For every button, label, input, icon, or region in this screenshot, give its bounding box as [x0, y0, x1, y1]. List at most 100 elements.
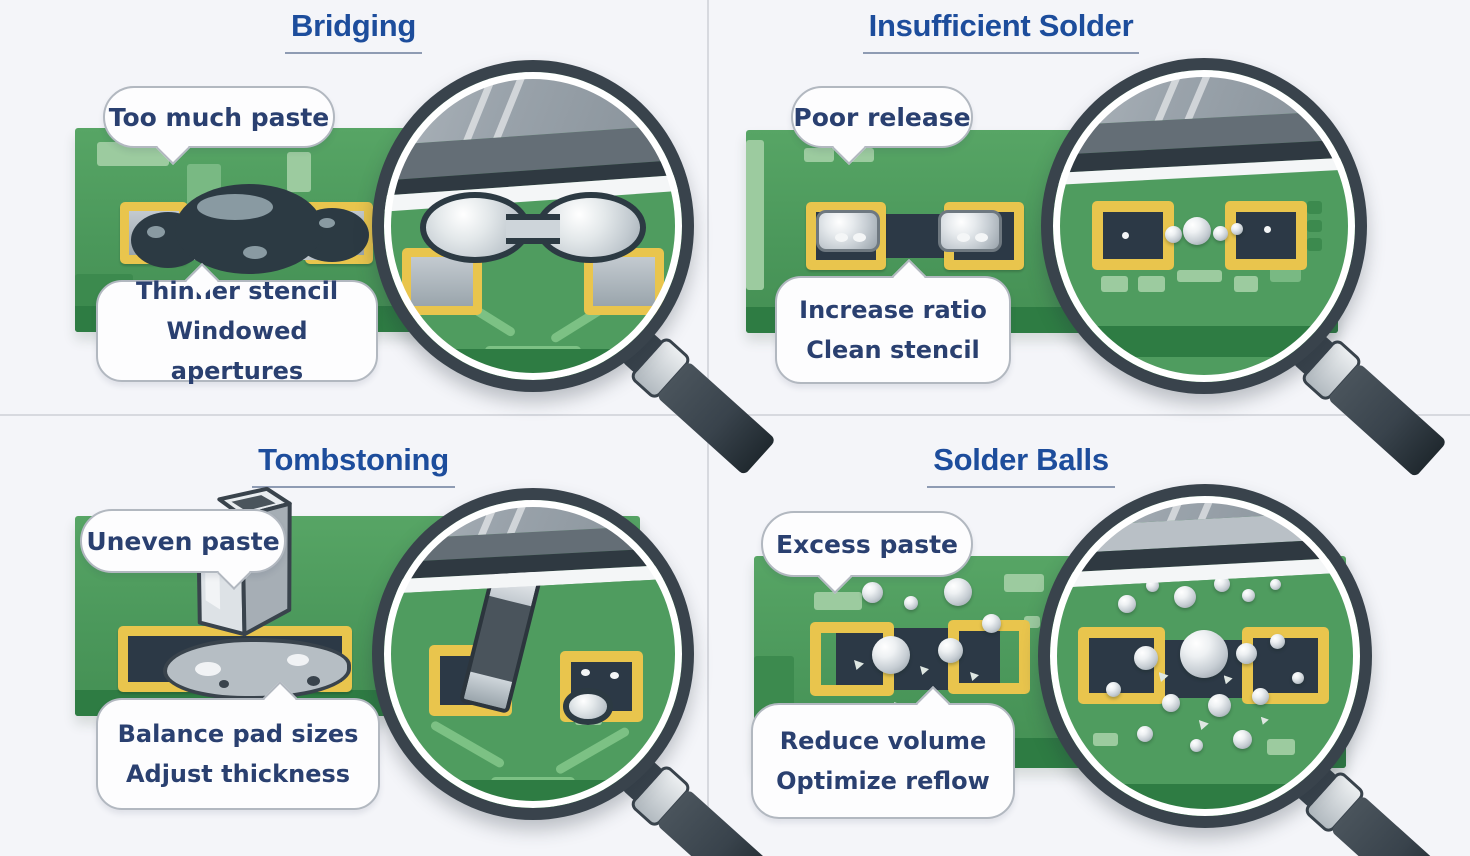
pcb-texture-patch — [814, 592, 862, 610]
solder-splat — [163, 638, 351, 700]
lens-solder-ball — [1161, 694, 1180, 713]
solder-highlight — [853, 233, 866, 242]
solder-highlight — [957, 233, 970, 242]
solution-bubble: Increase ratio Clean stencil — [775, 259, 1011, 384]
pad-pinhole — [1122, 232, 1130, 240]
solder-highlight — [197, 194, 273, 220]
lens-texture-patch — [1093, 732, 1119, 746]
chip-glare — [1151, 70, 1201, 128]
lens-chip-component — [384, 72, 682, 221]
splat-hole — [307, 676, 320, 686]
solder-ball — [862, 582, 883, 603]
solder-highlight — [147, 226, 165, 238]
panel-title: Tombstoning — [0, 442, 707, 488]
lens-solder-ball — [1291, 672, 1304, 684]
lens-texture-patch — [1267, 739, 1295, 756]
lens-solder-ball — [1189, 739, 1203, 753]
solution-bubble: Thinner stencil Windowed apertures — [96, 263, 378, 385]
lens-chip-component — [384, 500, 682, 596]
lens-solder-bead — [1231, 222, 1244, 235]
panel-title-text: Bridging — [284, 8, 423, 54]
solder-fragment — [970, 672, 979, 681]
solder-highlight — [243, 246, 267, 259]
solder-ball — [904, 596, 918, 610]
lens-solder-ball — [1251, 688, 1269, 705]
magnifier-lens — [1038, 484, 1372, 828]
lens-board-edge — [1053, 325, 1355, 358]
lens-texture-patch — [1306, 219, 1322, 233]
lens-pad — [1225, 201, 1307, 270]
lens-chip-component — [1053, 70, 1355, 192]
component-cap — [464, 671, 513, 709]
magnifier-icon — [372, 488, 777, 856]
lens-pad — [1077, 627, 1165, 704]
lens-solder-droplet — [562, 687, 614, 725]
solder-fragment — [920, 666, 929, 675]
cause-text: Poor release — [793, 102, 971, 132]
lens-solder-ball — [1214, 576, 1231, 592]
solder-highlight — [835, 233, 848, 242]
pad-pinhole — [610, 672, 620, 680]
splat-highlight — [195, 662, 221, 676]
cause-bubble: Poor release — [791, 86, 973, 165]
lens-texture-patch — [1137, 275, 1165, 292]
lens-chip-component — [1050, 496, 1360, 590]
solder-bump — [938, 210, 1002, 252]
cause-text: Uneven paste — [86, 526, 280, 556]
solder-fragment — [854, 660, 864, 670]
lens-solder-ball — [1118, 595, 1137, 614]
solution-bubble: Reduce volume Optimize reflow — [751, 686, 1015, 819]
pcb-texture-patch — [746, 140, 764, 290]
lens-solder-ball — [1105, 681, 1121, 697]
lens-texture-patch — [1101, 275, 1129, 292]
lens-board-edge — [384, 349, 682, 380]
solder-bridge-defect — [131, 184, 369, 284]
magnifier-lens — [372, 60, 694, 392]
cause-bubble: Uneven paste — [80, 509, 286, 590]
lens-solder-ball — [1242, 588, 1256, 602]
panel-solder-balls: Solder Balls — [709, 416, 1470, 856]
lens-solder-bead — [1164, 226, 1182, 243]
solder-fragment — [1198, 720, 1209, 730]
lens-texture-patch — [1234, 275, 1259, 292]
panel-tombstoning: Tombstoning — [0, 416, 777, 856]
solder-highlight — [975, 233, 988, 242]
cause-bubble: Too much paste — [103, 86, 335, 165]
solder-ball — [944, 578, 972, 606]
splat-hole — [219, 680, 229, 688]
solution-bubble: Balance pad sizes Adjust thickness — [96, 681, 380, 810]
solder-ball — [872, 636, 910, 674]
pcb-texture-patch — [804, 148, 834, 162]
solution-line: Adjust thickness — [125, 760, 351, 788]
lens-board-edge — [384, 780, 682, 808]
solder-ball — [982, 614, 1001, 633]
solution-line: Windowed apertures — [166, 317, 308, 385]
pad-pinhole — [580, 669, 590, 677]
solder-fragment — [1260, 716, 1269, 725]
solution-line: Clean stencil — [806, 336, 980, 364]
panel-insufficient-solder: Insufficient Solder — [709, 0, 1470, 478]
panel-title-text: Insufficient Solder — [862, 8, 1140, 54]
panel-title: Bridging — [0, 8, 707, 54]
lens-solder-ball — [1174, 585, 1196, 608]
lens-solder-ball — [1270, 579, 1282, 591]
pcb-texture-patch — [1004, 574, 1044, 592]
panel-title-text: Solder Balls — [927, 442, 1115, 488]
solder-bump — [816, 210, 880, 252]
lens-texture-patch — [1176, 269, 1223, 283]
splat-highlight — [287, 654, 309, 666]
cause-text: Excess paste — [776, 529, 958, 559]
lens-solder-ball — [1133, 646, 1158, 671]
cause-bubble: Excess paste — [761, 511, 973, 594]
pad-pinhole — [1264, 226, 1272, 233]
lens-texture-patch — [1306, 201, 1322, 214]
magnifier-icon — [1038, 484, 1451, 856]
panel-bridging: Bridging — [0, 0, 777, 476]
lens-solder-ball — [1136, 726, 1153, 743]
lens-solder-bead — [1213, 226, 1229, 241]
solder-fragment — [1223, 675, 1233, 685]
lens-solder-ball — [1180, 630, 1229, 679]
magnifier-icon — [372, 60, 777, 476]
lens-solder-ball — [1232, 729, 1252, 749]
